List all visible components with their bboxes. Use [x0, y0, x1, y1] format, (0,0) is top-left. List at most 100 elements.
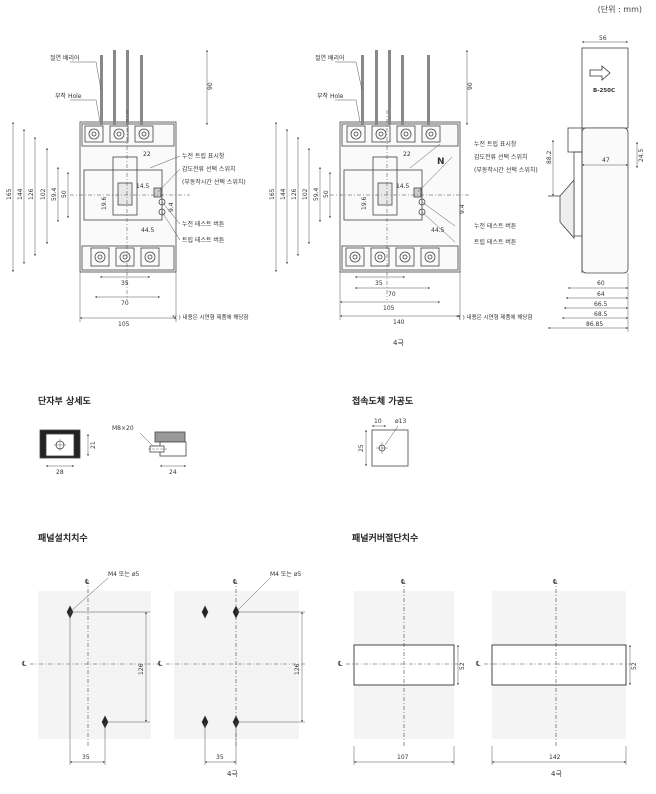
- panel-mounting-3-pole: [30, 580, 160, 748]
- front-view-4-pole: [330, 50, 470, 300]
- dim-21-terminal: 21: [90, 441, 97, 449]
- dim-140-4p: 140: [393, 319, 405, 326]
- panel-dim-35-4p: 35: [216, 754, 224, 761]
- cover-dim-52-3p: 52: [459, 662, 466, 670]
- screw-spec-3p: M4 또는 ø5: [108, 571, 140, 578]
- section-title-panel-cover: 패널커버절단치수: [352, 534, 419, 544]
- callout-leakage-trip-indicator-3p: 누전 트립 표시창: [182, 152, 225, 160]
- panel-mounting-4-pole: [166, 580, 306, 748]
- dim-24-side: 24.5: [638, 148, 645, 162]
- panel-dim-35-3p: 35: [82, 754, 90, 761]
- dim-165-4p: 165: [269, 188, 276, 200]
- callout-mounting-hole-4p: 부착 Hole: [317, 92, 344, 100]
- centerline-left-cover-4p: ℄: [476, 660, 481, 668]
- conductor-machining: [371, 429, 409, 467]
- dim-24-terminal: 24: [169, 469, 177, 476]
- dim-60-side: 60: [597, 280, 605, 287]
- callout-delay-switch-4p: (부동작시간 선택 스위치): [474, 166, 538, 174]
- dim-105-4p: 105: [383, 305, 395, 312]
- callout-insulation-barrier-4p: 절연 배리어: [315, 54, 345, 62]
- dim-44-4p: 44.5: [431, 227, 445, 234]
- cover-dim-107-3p: 107: [397, 754, 409, 761]
- dim-9-4p: 9.4: [459, 204, 466, 214]
- pole-label-panel-4p: 4극: [227, 770, 238, 778]
- dim-9-3p: 9.4: [168, 202, 175, 212]
- panel-dim-126-4p: 126: [294, 663, 301, 675]
- callout-leakage-test-button-4p: 누전 테스트 버튼: [474, 222, 517, 230]
- section-title-panel-mounting: 패널설치치수: [38, 534, 88, 544]
- callout-mounting-hole-3p: 부착 Hole: [55, 92, 82, 100]
- dim-144-3p: 144: [17, 188, 24, 200]
- centerline-left-4p: ℄: [158, 660, 163, 668]
- dim-126-4p: 126: [291, 188, 298, 200]
- dim-47-side: 47: [602, 157, 610, 164]
- callout-insulation-barrier-3p: 절연 배리어: [50, 54, 80, 62]
- dim-8685-side: 86.85: [586, 321, 603, 328]
- dim-70-3p: 70: [121, 300, 129, 307]
- dim-10-conductor: 10: [374, 418, 382, 425]
- dim-50-4p: 50: [323, 190, 330, 198]
- pole-label-front-4p: 4극: [393, 339, 404, 347]
- dim-44-3p: 44.5: [141, 227, 155, 234]
- callout-sensitivity-switch-4p: 감도전류 선택 스위치: [474, 153, 528, 161]
- callout-trip-test-button-4p: 트립 테스트 버튼: [474, 238, 517, 246]
- centerline-left-3p: ℄: [22, 660, 27, 668]
- dim-56-side: 56: [599, 35, 607, 42]
- cover-dim-142-4p: 142: [549, 754, 561, 761]
- dim-35-4p: 35: [375, 280, 383, 287]
- panel-dim-126-3p: 126: [138, 663, 145, 675]
- dim-685-side: 68.5: [594, 311, 608, 318]
- panel-cover-3-pole: [346, 580, 462, 748]
- dim-28-terminal: 28: [56, 469, 64, 476]
- dim-102-3p: 102: [40, 188, 47, 200]
- terminal-detail: [39, 429, 187, 459]
- section-title-conductor: 접속도체 가공도: [352, 397, 414, 407]
- front-view-3-pole: [70, 50, 190, 300]
- dim-102-4p: 102: [302, 188, 309, 200]
- centerline-top-cover-3p: ℄: [401, 578, 406, 586]
- dim-25-conductor: 25: [358, 444, 365, 452]
- dim-665-side: 66.5: [594, 301, 608, 308]
- dim-14-4p: 14.5: [396, 183, 410, 190]
- callout-delay-switch-3p: (부동작시간 선택 스위치): [182, 178, 246, 186]
- dim-64-side: 64: [597, 291, 605, 298]
- note-4p: *( ) 내용은 시연형 제품에 해당함: [456, 313, 533, 321]
- screw-spec-4p: M4 또는 ø5: [270, 571, 302, 578]
- callout-sensitivity-switch-3p: 감도전류 선택 스위치: [182, 165, 236, 173]
- note-3p: *( ) 내용은 시연형 제품에 해당함: [172, 313, 249, 321]
- centerline-left-cover-3p: ℄: [338, 660, 343, 668]
- dim-13-conductor: ø13: [395, 418, 406, 425]
- dim-35-3p: 35: [121, 280, 129, 287]
- model-label: B-250C: [593, 88, 615, 94]
- dim-105-3p: 105: [118, 321, 130, 328]
- model-badge: B-250C: [589, 65, 615, 94]
- dim-19-4p: 19.6: [361, 196, 368, 210]
- side-view: [548, 47, 629, 274]
- dim-22-4p: 22: [403, 151, 411, 158]
- dim-14-3p: 14.5: [136, 183, 150, 190]
- centerline-top-cover-4p: ℄: [553, 578, 558, 586]
- neutral-label: N: [437, 157, 445, 167]
- cover-dim-52-4p: 52: [631, 662, 638, 670]
- dim-19-3p: 19.6: [101, 196, 108, 210]
- dim-70-4p: 70: [388, 291, 396, 298]
- dim-126-3p: 126: [28, 188, 35, 200]
- section-title-terminal: 단자부 상세도: [38, 397, 91, 407]
- dim-90-4p: 90: [467, 82, 474, 90]
- dim-59-4p: 59.4: [313, 187, 320, 201]
- callout-leakage-trip-indicator-4p: 누전 트립 표시창: [474, 140, 517, 148]
- bolt-spec: M8×20: [112, 425, 134, 432]
- dim-22-3p: 22: [143, 151, 151, 158]
- pole-label-cover-4p: 4극: [551, 770, 562, 778]
- dim-88-side: 88.2: [546, 150, 553, 164]
- centerline-top-4p: ℄: [233, 578, 238, 586]
- unit-label: (단위 : mm): [597, 5, 642, 14]
- panel-cover-4-pole: [484, 580, 634, 748]
- dim-50-3p: 50: [61, 190, 68, 198]
- dim-165-3p: 165: [6, 188, 13, 200]
- callout-trip-test-button-3p: 트립 테스트 버튼: [182, 236, 225, 244]
- centerline-top-3p: ℄: [85, 578, 90, 586]
- callout-leakage-test-button-3p: 누전 테스트 버튼: [182, 220, 225, 228]
- dim-144-4p: 144: [280, 188, 287, 200]
